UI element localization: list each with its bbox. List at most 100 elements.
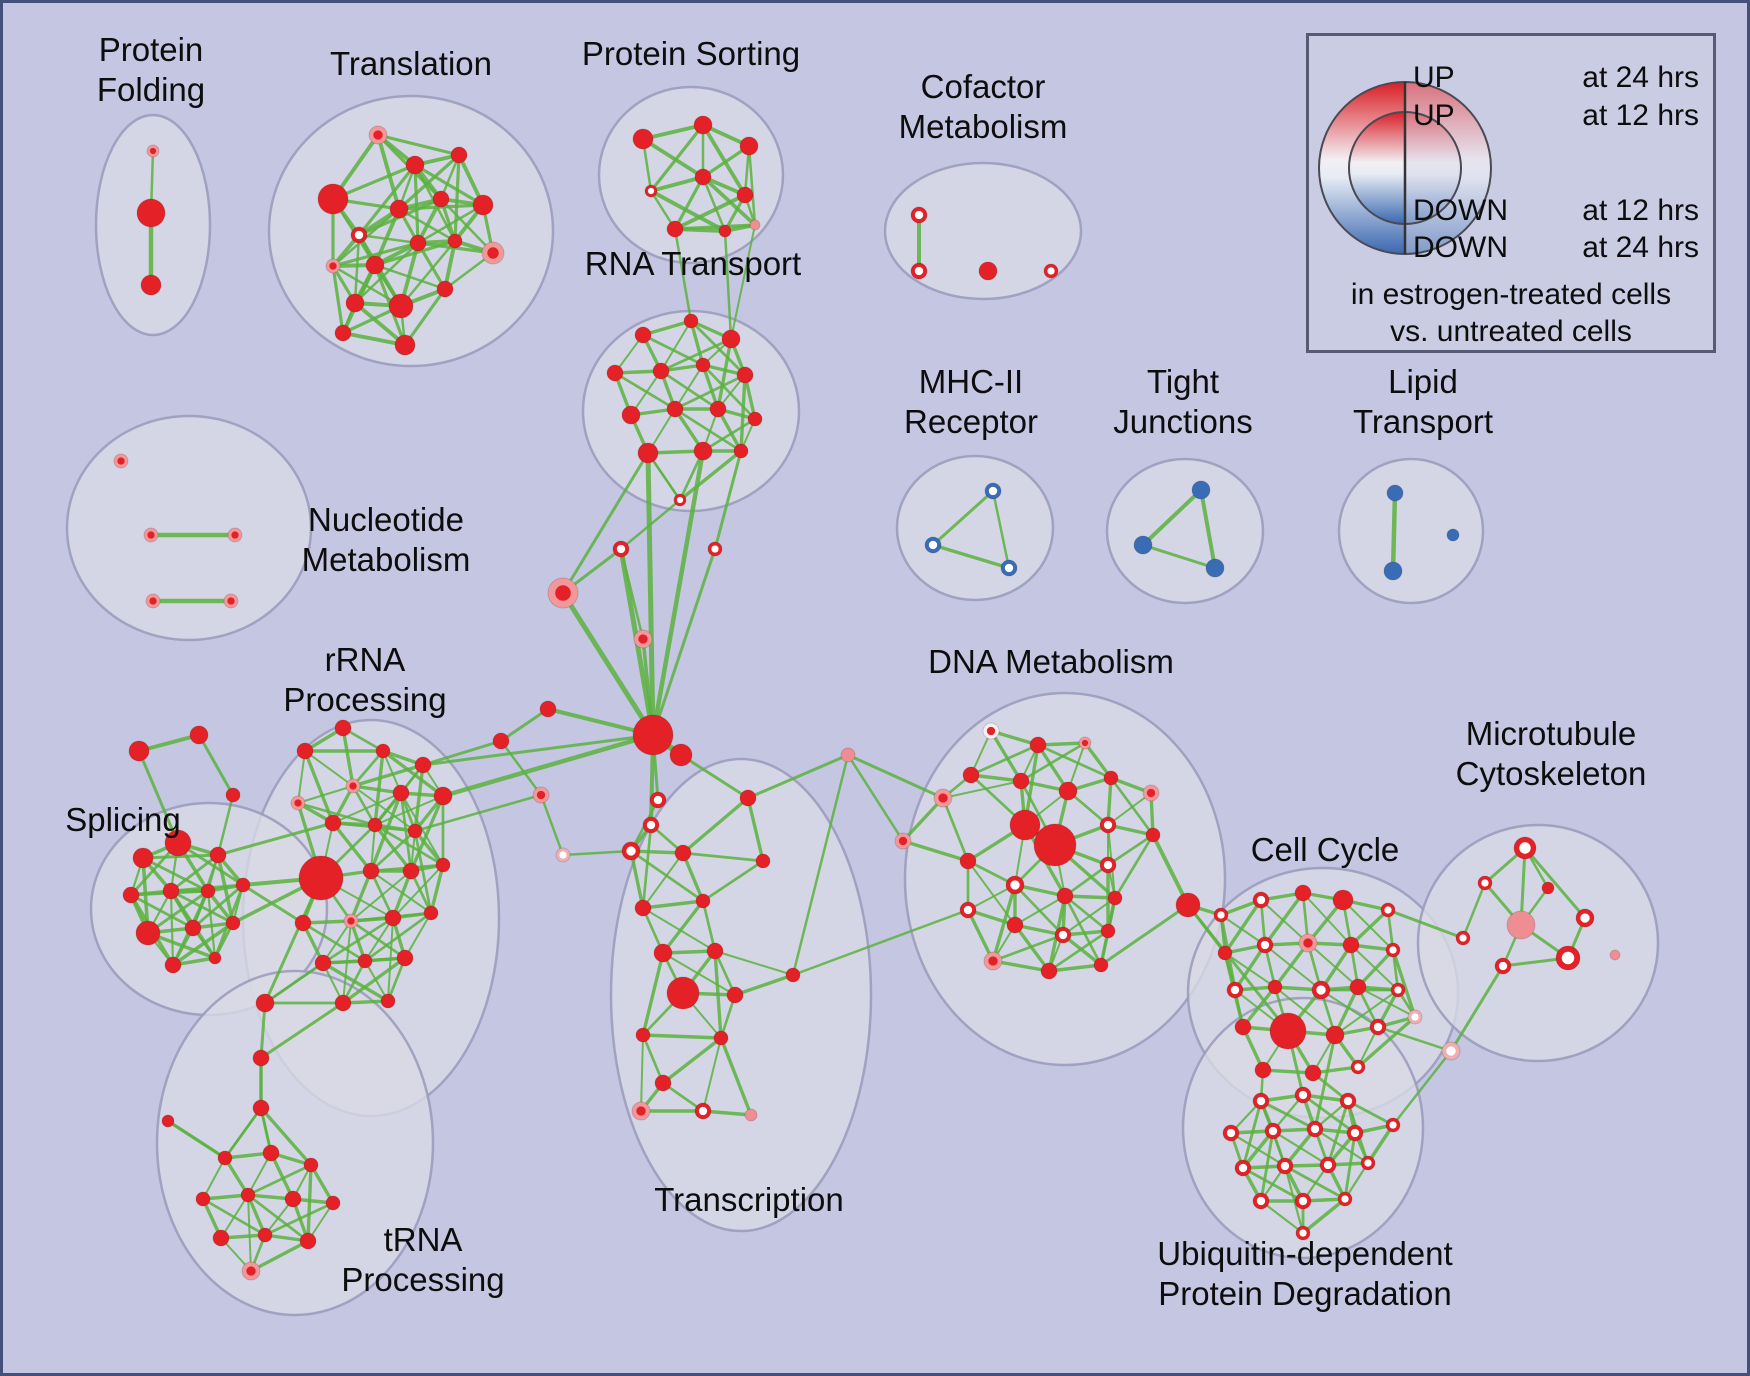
edge — [641, 823, 653, 910]
node-core-MC:5 — [1561, 951, 1575, 965]
cluster-label-RR: rRNA — [325, 641, 406, 678]
edge — [353, 233, 361, 305]
edge — [723, 229, 733, 341]
node-RR:17 — [384, 909, 402, 927]
edge — [1141, 543, 1217, 570]
node-RT:5 — [695, 357, 711, 373]
edge — [499, 707, 550, 743]
edge — [259, 1001, 345, 1060]
node-core-UB:0 — [1256, 1096, 1266, 1106]
edge — [322, 920, 352, 964]
node-PS:8 — [749, 219, 761, 231]
cluster-CM-ellipse — [883, 161, 1083, 301]
cluster-label-PF: Folding — [97, 71, 205, 108]
cluster-label-UB: Ubiquitin-dependent — [1157, 1235, 1452, 1272]
edge — [681, 851, 705, 903]
edge — [391, 869, 413, 920]
node-core-MC:7 — [1459, 934, 1467, 942]
node-core-DM:0 — [938, 793, 948, 803]
node-core-DM:9 — [1146, 788, 1156, 798]
edge — [649, 189, 727, 233]
node-core-DM:15 — [1103, 860, 1113, 870]
cluster-RT-ellipse — [581, 309, 801, 513]
node-DM:13 — [1145, 827, 1161, 843]
edge — [641, 899, 705, 910]
edge — [746, 753, 850, 800]
node-core-NM:2 — [231, 531, 239, 539]
node-X:7 — [492, 732, 510, 750]
edge — [989, 729, 1023, 783]
edge — [413, 793, 543, 833]
up-down-dial-icon — [1318, 81, 1492, 255]
edge — [969, 743, 1040, 777]
node-RR:20 — [357, 953, 373, 969]
node-core-NM:1 — [147, 531, 155, 539]
node-TC:12 — [713, 1030, 729, 1046]
node-TL:7 — [472, 194, 494, 216]
node-RT:4 — [652, 362, 670, 380]
edge — [376, 133, 401, 211]
node-core-UB:5 — [1310, 1124, 1320, 1134]
edge — [1346, 1099, 1395, 1127]
node-core-UB:6 — [1350, 1128, 1360, 1138]
node-CC:11 — [1267, 979, 1283, 995]
edge — [641, 137, 705, 179]
edge — [216, 821, 335, 857]
edge — [641, 123, 705, 141]
node-core-CC:10 — [1230, 985, 1240, 995]
node-X:15 — [128, 740, 150, 762]
node-X:1 — [669, 743, 693, 767]
node-core-DM:21 — [1058, 930, 1068, 940]
node-core-UB:8 — [1238, 1163, 1248, 1173]
cluster-label-CC: Cell Cycle — [1251, 831, 1400, 868]
node-RR:5 — [392, 784, 410, 802]
edge — [413, 163, 485, 207]
node-MC:2 — [1541, 881, 1555, 895]
node-SP:3 — [122, 886, 140, 904]
node-X:6 — [539, 700, 557, 718]
edge — [169, 853, 220, 893]
edge — [263, 876, 323, 1005]
edge — [1263, 891, 1305, 947]
edge — [421, 739, 503, 767]
node-core-CC:0 — [1217, 911, 1225, 919]
node-core-DM:16 — [1010, 880, 1020, 890]
cluster-label-CM: Cofactor — [921, 68, 1046, 105]
node-TC:10 — [726, 986, 744, 1004]
edge — [341, 726, 355, 788]
node-core-CC:7 — [1303, 938, 1313, 948]
node-CC:20 — [1304, 1064, 1322, 1082]
edge — [353, 301, 407, 347]
node-RT:8 — [666, 400, 684, 418]
node-RR:19 — [314, 954, 332, 972]
node-core-X:4 — [711, 545, 719, 553]
edge — [689, 319, 705, 367]
node-core-NM:3 — [149, 597, 157, 605]
cluster-label-RR: Processing — [283, 681, 446, 718]
edge — [673, 193, 747, 231]
node-RT:1 — [683, 313, 699, 329]
edge — [1357, 986, 1416, 1018]
legend-caption-line2: vs. untreated cells — [1390, 315, 1632, 348]
node-X:12 — [1175, 892, 1201, 918]
edge — [1391, 1049, 1453, 1127]
edge — [678, 449, 705, 502]
edge — [970, 730, 992, 776]
cluster-label-MHC: MHC-II — [919, 363, 1023, 400]
edge — [716, 337, 733, 411]
node-core-CC:18 — [1373, 1022, 1383, 1032]
edge — [991, 959, 1051, 973]
edge — [399, 791, 413, 873]
edge — [373, 749, 385, 827]
edge — [931, 543, 1011, 570]
node-X:0 — [632, 714, 674, 756]
node-RR:22 — [334, 994, 352, 1012]
node-CC:3 — [1332, 889, 1354, 911]
edge — [373, 823, 445, 867]
node-RT:3 — [606, 364, 624, 382]
node-SP:2 — [209, 846, 227, 864]
node-core-RR:7 — [294, 799, 302, 807]
edge — [220, 1194, 249, 1239]
edge — [350, 870, 412, 922]
node-TC:6 — [695, 893, 711, 909]
